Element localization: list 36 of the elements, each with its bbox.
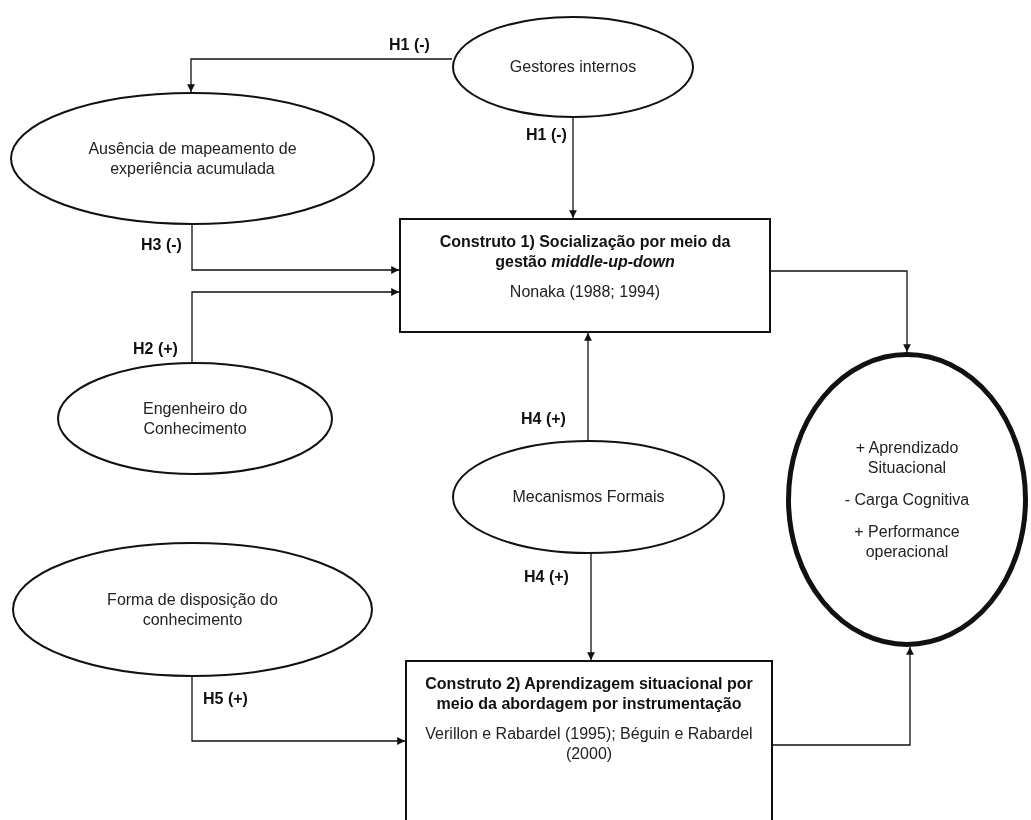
edge-label: H5 (+): [202, 690, 249, 708]
arrow: [187, 58, 453, 93]
node-text: + Performance operacional: [853, 521, 961, 562]
node-text: Mecanismos Formais: [512, 487, 665, 507]
arrow: [191, 224, 400, 274]
edge-label: H4 (+): [520, 410, 567, 428]
ellipse-node: [452, 16, 694, 118]
arrow: [772, 646, 914, 746]
ellipse-node: [452, 440, 725, 554]
edge-label: H2 (+): [132, 340, 179, 358]
construct-title: Construto 2) Aprendizagem situacional por meio da abordagem por instrumentação: [424, 674, 754, 714]
arrow: [569, 117, 577, 219]
construct-title: Construto 1) Socialização por meio da gestão middle-up-down: [438, 232, 732, 272]
node-text: + Aprendizado Situacional: [854, 437, 960, 478]
ellipse-node: [57, 362, 333, 475]
arrow: [770, 270, 911, 353]
node-text: Ausência de mapeamento de experiência acumulada: [87, 138, 298, 179]
arrow: [587, 553, 595, 661]
ellipse-node: [12, 542, 373, 677]
reference-text: Nonaka (1988; 1994): [509, 282, 661, 302]
edge-label: H1 (-): [388, 36, 431, 54]
reference-text: Verillon e Rabardel (1995); Béguin e Rabardel (2000): [424, 724, 754, 764]
edge-label: H4 (+): [523, 568, 570, 586]
arrow: [584, 332, 592, 441]
ellipse-node: [10, 92, 375, 225]
edge-label: H3 (-): [140, 236, 183, 254]
outcome-ellipse: [786, 352, 1028, 647]
node-text: - Carga Cognitiva: [844, 489, 970, 510]
node-text: Gestores internos: [509, 57, 637, 77]
node-text: Engenheiro do Conhecimento: [141, 398, 249, 439]
arrow: [191, 676, 406, 745]
edge-label: H1 (-): [525, 126, 568, 144]
node-text: Forma de disposição do conhecimento: [106, 589, 279, 630]
construct-box: [405, 660, 773, 820]
arrow: [191, 288, 400, 363]
construct-box: [399, 218, 771, 333]
